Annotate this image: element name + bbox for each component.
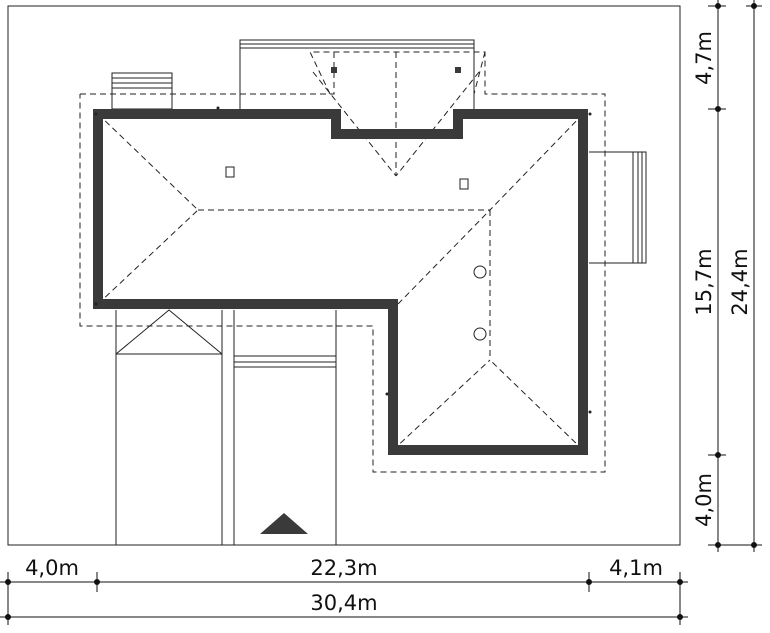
dim-building-width: 22,3m (310, 556, 377, 580)
dim-right-setback: 4,1m (609, 556, 663, 580)
terrace-right (589, 151, 647, 264)
dim-bottom-setback: 4,0m (692, 473, 716, 527)
dim-left-setback: 4,0m (25, 556, 79, 580)
vertical-dimensions (708, 0, 762, 552)
dim-total-depth: 24,4m (728, 248, 752, 315)
driveway (115, 309, 337, 545)
dim-building-depth: 15,7m (692, 248, 716, 315)
horizontal-dimensions (0, 572, 688, 625)
dim-top-setback: 4,7m (692, 31, 716, 85)
terrace-left (111, 72, 173, 110)
terrace-top (239, 39, 475, 109)
roof-lines (97, 52, 584, 451)
building-walls (93, 109, 588, 455)
plot-boundary (7, 5, 681, 546)
skylights (225, 67, 469, 190)
entrance-arrow-icon (260, 513, 308, 534)
roof-overhang (79, 51, 606, 473)
dim-total-width: 30,4m (310, 591, 377, 615)
corner-dots (94, 106, 592, 414)
roof-vents (473, 265, 487, 341)
